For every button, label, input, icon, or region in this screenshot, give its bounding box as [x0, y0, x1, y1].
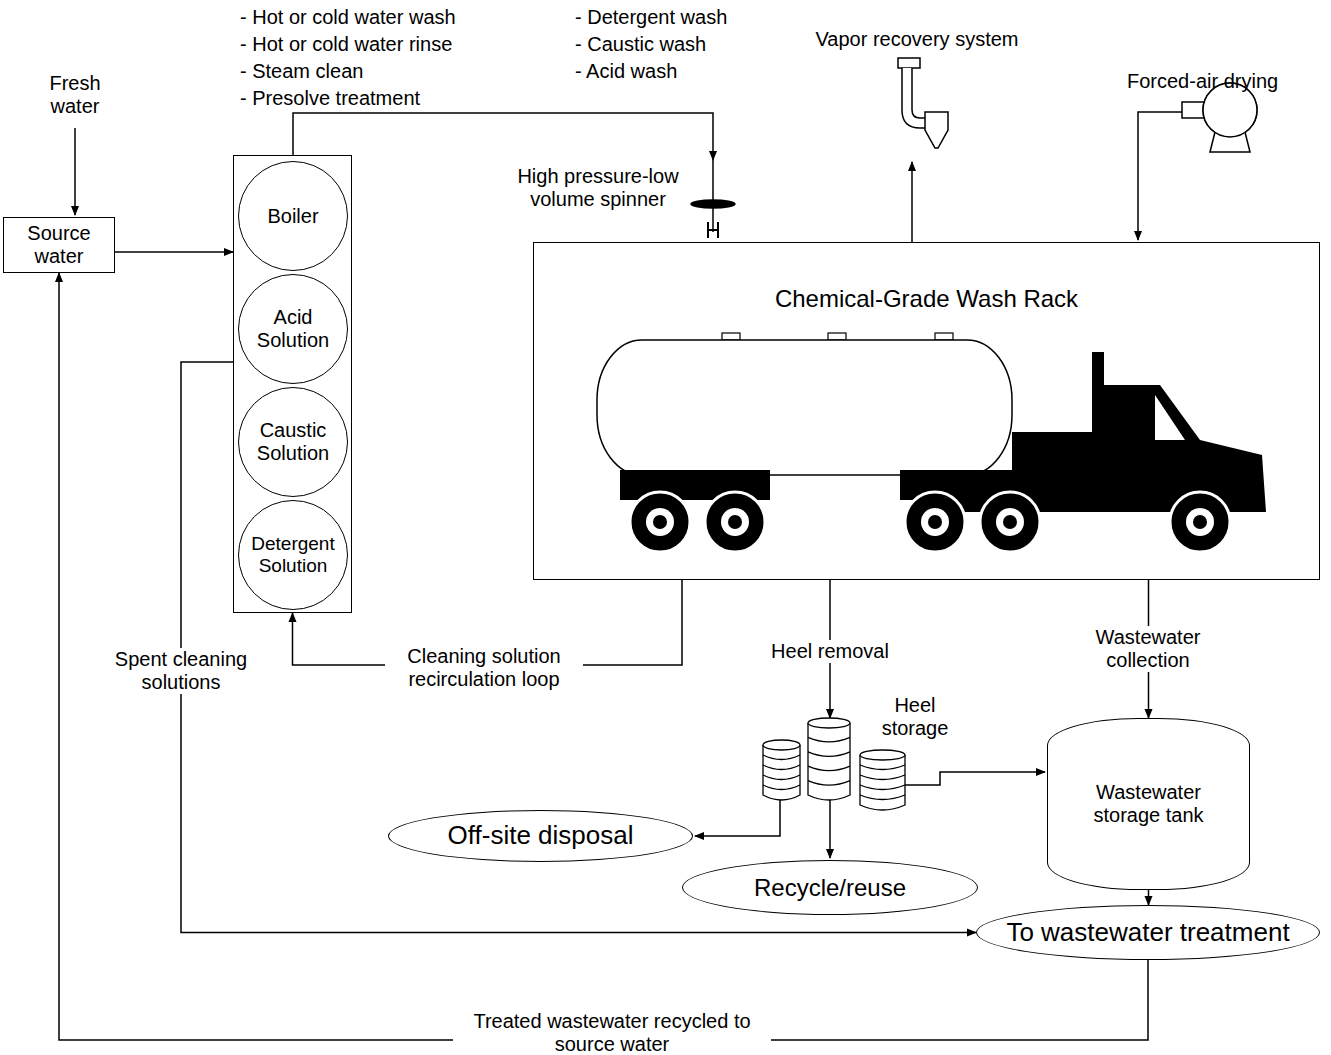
outcome-ellipse: To wastewater treatment [976, 905, 1320, 960]
fresh-water-arrow [74, 128, 76, 215]
vapor-recovery-icon [898, 58, 948, 148]
node-text: Chemical-Grade Wash Rack [775, 285, 1078, 313]
node-text: Off-site disposal [448, 821, 634, 851]
tank-circle: Detergent Solution [238, 500, 348, 610]
blower-icon [1182, 83, 1257, 152]
tank-circle: Acid Solution [238, 274, 348, 384]
tanker-truck [597, 333, 1266, 552]
storage-tank: Wastewater storage tank [1047, 718, 1250, 890]
node-label: Off-site disposal [448, 821, 634, 851]
wash-step: - Detergent wash [575, 6, 727, 29]
heel-disposal-line [695, 800, 780, 836]
wash-step: - Steam clean [240, 60, 363, 83]
node-label: Recycle/reuse [754, 874, 906, 902]
wash-step: - Acid wash [575, 60, 677, 83]
input-label: Fresh water [40, 72, 110, 118]
air-line [1138, 112, 1182, 240]
heel-recycle-line [829, 800, 831, 858]
node-label: Chemical-Grade Wash Rack [775, 285, 1078, 313]
supply-line [293, 113, 713, 160]
equipment-label: High pressure-low volume spinner [498, 165, 698, 211]
equipment-label: Forced-air drying [1127, 70, 1278, 93]
heel-tank-line [905, 772, 1045, 785]
wash-step: - Caustic wash [575, 33, 706, 56]
edge-label: Spent cleaning solutions [97, 648, 265, 694]
spinner-symbol [691, 200, 735, 238]
node-label: Acid Solution [243, 306, 343, 352]
flow-connector [181, 362, 976, 933]
wash-step: - Hot or cold water rinse [240, 33, 452, 56]
node-label: Source water [4, 222, 114, 268]
outcome-ellipse: Recycle/reuse [682, 860, 978, 915]
tank-circle: Caustic Solution [238, 387, 348, 497]
edge-label: Wastewater collection [1084, 626, 1212, 672]
node-label: Caustic Solution [243, 419, 343, 465]
wash-step: - Presolve treatment [240, 87, 420, 110]
node-label: To wastewater treatment [1006, 918, 1289, 948]
process-box: Source water [3, 217, 115, 273]
node-text: Detergent Solution [243, 533, 343, 577]
equipment-label: Vapor recovery system [815, 28, 1018, 51]
node-text: Source water [4, 222, 114, 268]
flow-connector [115, 251, 233, 253]
node-label: Detergent Solution [243, 533, 343, 577]
tank-stack: BoilerAcid SolutionCaustic SolutionDeter… [233, 155, 352, 613]
edge-label: Cleaning solution recirculation loop [385, 645, 583, 691]
flow-label: Heel storage [875, 694, 955, 740]
node-text: Wastewater storage tank [1069, 781, 1229, 827]
node-text: To wastewater treatment [1006, 918, 1289, 948]
tank-circle: Boiler [238, 161, 348, 271]
spinner-shaft [712, 160, 714, 232]
flow-connector [1148, 890, 1150, 905]
edge-label: Treated wastewater recycled to source wa… [453, 1010, 771, 1055]
node-text: Boiler [267, 205, 318, 228]
wash-step: - Hot or cold water wash [240, 6, 456, 29]
flow-label: Heel removal [767, 640, 893, 663]
outcome-ellipse: Off-site disposal [388, 810, 693, 862]
node-label: Wastewater storage tank [1069, 781, 1229, 827]
node-text: Acid Solution [243, 306, 343, 352]
node-text: Recycle/reuse [754, 874, 906, 902]
wash-rack-box: Chemical-Grade Wash Rack [533, 242, 1320, 580]
vapor-arrow [911, 162, 913, 242]
node-label: Boiler [267, 205, 318, 228]
node-text: Caustic Solution [243, 419, 343, 465]
